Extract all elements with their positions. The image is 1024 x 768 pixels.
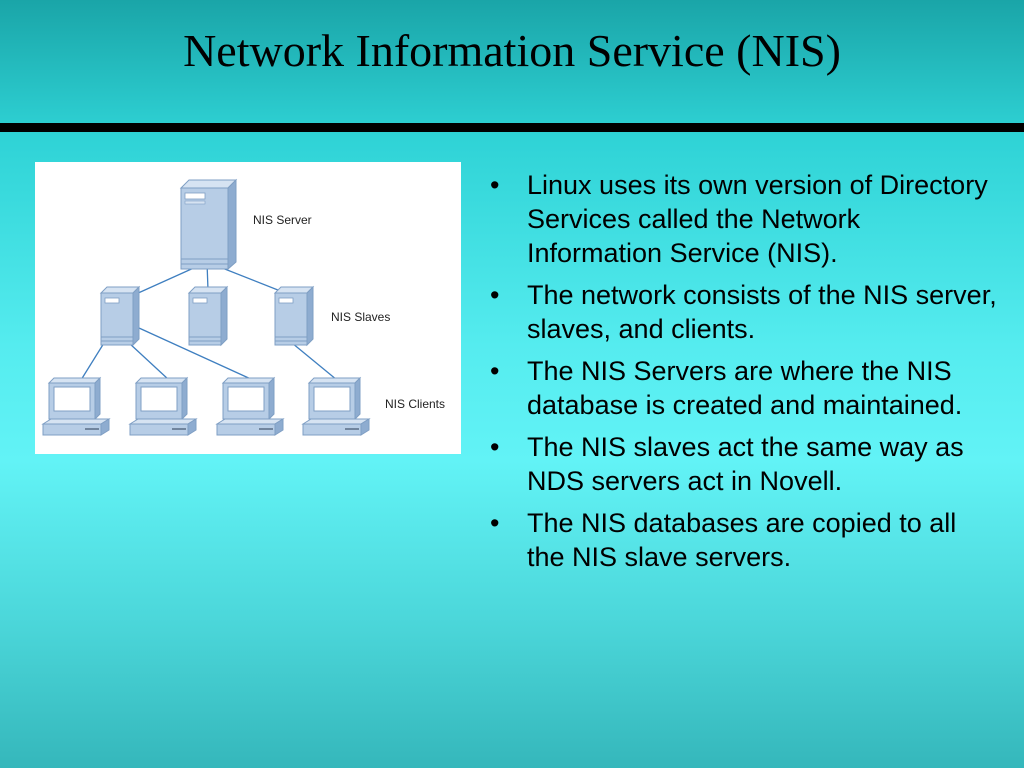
nis-slave-3-icon <box>274 286 314 346</box>
label-nis-server: NIS Server <box>253 213 312 227</box>
bullet-item: The NIS databases are copied to all the … <box>490 506 1000 574</box>
nis-client-3-icon <box>216 377 284 436</box>
nis-client-4-icon <box>302 377 370 436</box>
bullet-item: The network consists of the NIS server, … <box>490 278 1000 346</box>
nis-client-1-icon <box>42 377 110 436</box>
nis-client-2-icon <box>129 377 197 436</box>
network-diagram-svg: NIS Server NIS Slaves NIS Clients <box>42 178 445 436</box>
bullet-item: The NIS slaves act the same way as NDS s… <box>490 430 1000 498</box>
bullet-item: The NIS Servers are where the NIS databa… <box>490 354 1000 422</box>
link-slave-1-client-3 <box>138 327 254 381</box>
link-slave-1-client-1 <box>80 342 105 381</box>
nis-slave-2-icon <box>188 286 228 346</box>
bullet-item: Linux uses its own version of Directory … <box>490 168 1000 270</box>
label-nis-slaves: NIS Slaves <box>331 310 390 324</box>
slide-title: Network Information Service (NIS) <box>183 25 841 76</box>
nis-server-icon <box>179 178 238 271</box>
nis-network-diagram: NIS Server NIS Slaves NIS Clients <box>35 162 461 454</box>
label-nis-clients: NIS Clients <box>385 397 445 411</box>
title-divider <box>0 123 1024 132</box>
link-slave-3-client-4 <box>291 342 338 381</box>
bullet-list: Linux uses its own version of Directory … <box>490 168 1000 582</box>
nis-slave-1-icon <box>100 286 140 346</box>
link-slave-1-client-2 <box>128 342 170 381</box>
